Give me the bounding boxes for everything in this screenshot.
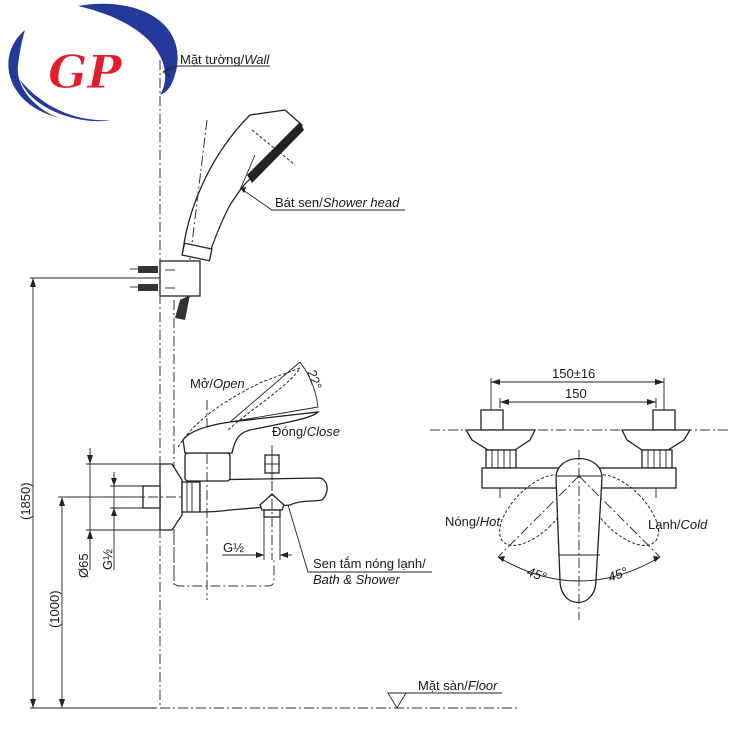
wall-bracket: [130, 260, 201, 320]
logo-text: GP: [48, 45, 123, 99]
logo-ring-right: [78, 3, 178, 95]
dim-outlet-label: G½: [223, 540, 244, 555]
shower-head-label: Bát sen/Shower head: [275, 195, 400, 210]
dim-1850: [30, 277, 160, 708]
bath-shower-label-vi: Sen tắm nóng lạnh/: [313, 556, 426, 571]
wall-leader: [162, 65, 270, 77]
gp-logo: GP: [8, 3, 178, 122]
open-label: Mở/Open: [190, 376, 245, 391]
bath-outline: [173, 530, 275, 587]
dim-outlet: [222, 552, 292, 558]
dim-inlet-label: G½: [100, 549, 115, 570]
dim-flange-label: Ø65: [76, 553, 91, 578]
dim-1000-label: (1000): [47, 590, 62, 628]
close-label: Đóng/Close: [272, 424, 340, 439]
hot-label: Nóng/Hot: [445, 514, 501, 529]
wall-label: Mặt tường/Wall: [180, 52, 270, 67]
dim-flange: [86, 448, 160, 570]
logo-ring-bottom: [20, 80, 110, 122]
dim-spacing-tolerance-label: 150±16: [552, 366, 595, 381]
dim-1850-label: (1850): [18, 482, 33, 520]
mixer-body: [58, 361, 328, 600]
cold-label: Lạnh/Cold: [648, 517, 708, 532]
cold-angle-label: 45°: [606, 564, 630, 585]
top-view: [430, 378, 730, 620]
lever-angle-label: 22°: [304, 368, 325, 392]
shower-head-leader: [239, 187, 405, 211]
floor-label: Mặt sàn/Floor: [418, 678, 498, 693]
shower-head: [181, 109, 304, 262]
floor-symbol: [387, 692, 502, 709]
hot-angle-label: 45°: [525, 564, 549, 585]
bath-shower-leader: [287, 504, 432, 573]
dim-1000: [58, 496, 160, 708]
dim-spacing-label: 150: [565, 386, 587, 401]
logo-ring-left: [8, 30, 60, 118]
bath-shower-label-en: Bath & Shower: [313, 572, 400, 587]
dim-inlet: [110, 472, 145, 570]
